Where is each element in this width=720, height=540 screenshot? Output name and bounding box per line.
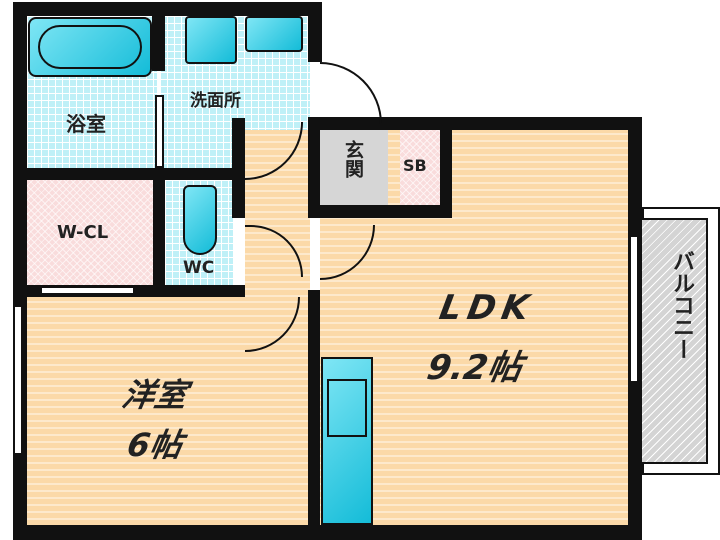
bath-label: 浴室 (66, 112, 106, 136)
western-room-size: 6帖 (124, 426, 186, 464)
ldk-size: 9.2帖 (423, 348, 526, 388)
walk-in-closet (27, 180, 155, 285)
wall (13, 2, 27, 540)
wall (440, 130, 452, 218)
window (40, 286, 135, 295)
bathtub-icon (28, 17, 152, 77)
wall (320, 205, 452, 218)
toilet-icon (183, 185, 217, 255)
balcony-label: バルコニー (669, 250, 694, 360)
wall (152, 16, 165, 71)
entrance-door[interactable] (320, 62, 382, 124)
wall (232, 118, 245, 218)
wall (13, 525, 642, 540)
bath-door[interactable] (155, 95, 164, 168)
kitchen-sink-icon (321, 357, 373, 525)
entrance-area (320, 130, 388, 206)
washing-machine-icon (185, 16, 237, 64)
toilet-room (165, 180, 233, 285)
wall (27, 168, 245, 180)
wall (308, 290, 320, 540)
shoe-box (400, 130, 440, 206)
wall (13, 2, 322, 16)
balcony (642, 218, 708, 464)
washroom-label: 洗面所 (190, 91, 241, 111)
wall (308, 118, 320, 218)
shoe-box-label: SB (403, 156, 427, 175)
closet-label: W-CL (57, 222, 109, 243)
window (629, 235, 639, 383)
ldk-name: LDK (436, 288, 538, 328)
wall (153, 180, 165, 285)
entrance-label: 玄関 (342, 140, 364, 178)
washbasin-icon (245, 16, 303, 52)
toilet-label: WC (183, 258, 215, 278)
western-room-name: 洋室 (119, 376, 191, 414)
wall (308, 2, 322, 62)
window (13, 305, 23, 455)
wall (308, 117, 642, 130)
